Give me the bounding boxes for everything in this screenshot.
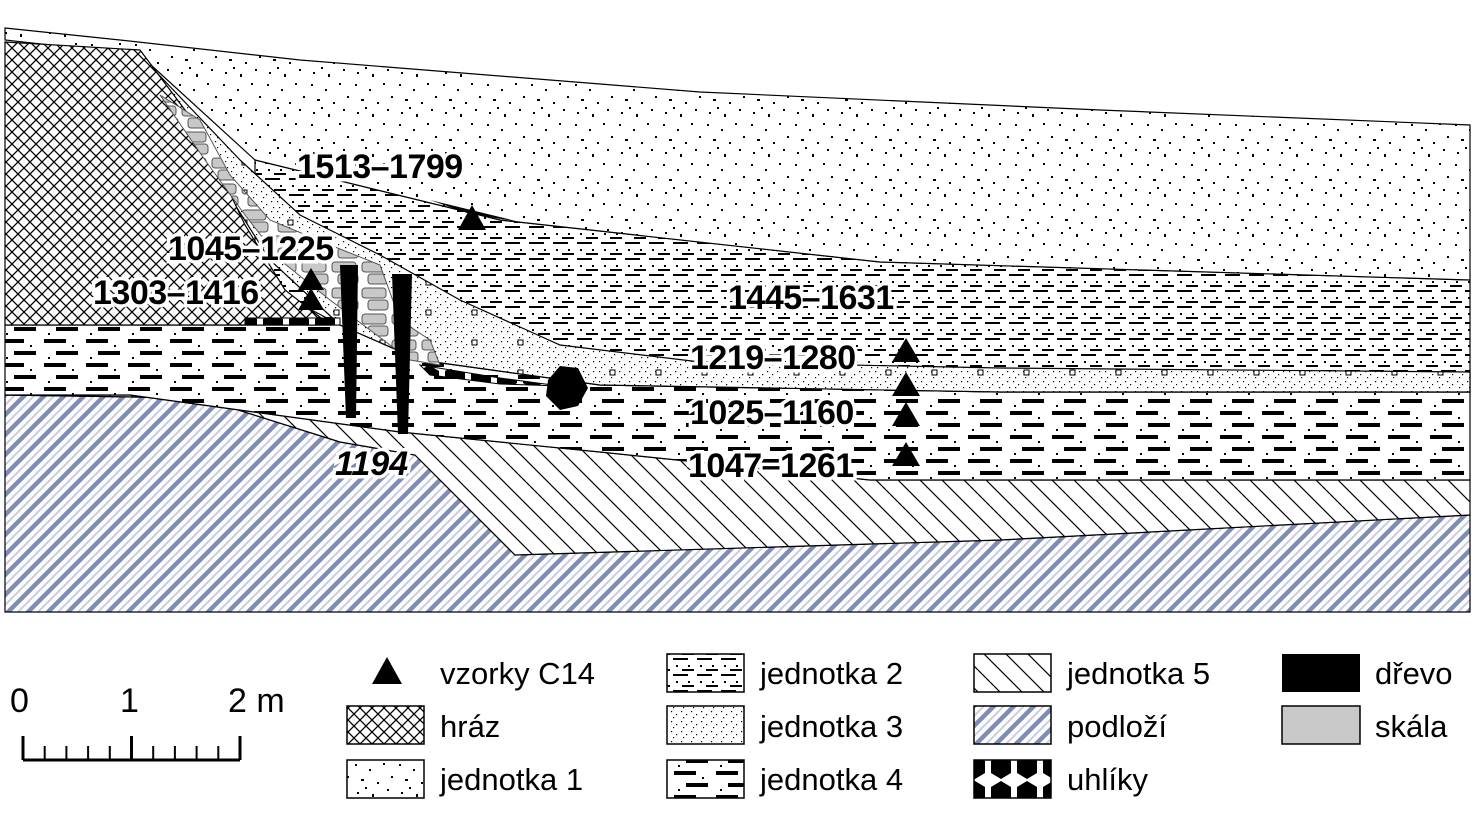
c14-triangle [892,442,920,466]
legend-item-uhliky: uhlíky [973,759,1148,799]
grey-fill-swatch-icon [1281,705,1361,745]
date-label-1445: 1445–1631 [728,279,894,317]
legend-item-c14: vzorky C14 [372,656,595,691]
hraz-layer [4,41,332,326]
legend-label: skála [1375,709,1448,744]
legend-label: jednotka 5 [1066,656,1210,691]
fine-dots-swatch-icon [666,705,745,745]
c14-triangle [298,288,324,310]
legend-label: uhlíky [1067,762,1148,797]
c14-triangle [892,372,920,396]
scale-label-2m: 2 m [228,682,285,720]
c14-triangle [892,402,920,426]
legend-label: jednotka 2 [759,656,903,691]
legend-label: dřevo [1375,656,1453,691]
skala-blocks [159,94,441,366]
date-label-1194: 1194 [335,445,408,483]
diagonal-lines-swatch-icon [973,653,1052,693]
legend-item-hraz: hráz [346,705,500,745]
date-label-1025: 1025–1160 [690,394,854,432]
sparse-dots-swatch-icon [346,759,425,799]
scale-bar: 0 1 2 m [10,682,285,762]
uhliky-lens [418,364,561,387]
legend: vzorky C14 hráz jednotka 1 jednotka 2 je… [346,653,1453,799]
scale-label-0: 0 [10,682,29,720]
legend-item-skala: skála [1281,705,1448,745]
black-fill-swatch-icon [1282,654,1360,692]
drevo-post-right [392,274,412,434]
jednotka-3-layer [139,54,1471,393]
drevo-beam [244,317,341,326]
c14-triangle [298,268,324,290]
c14-triangle [892,338,920,362]
legend-item-j1: jednotka 1 [346,759,583,799]
legend-label: vzorky C14 [440,656,595,691]
legend-label: jednotka 4 [759,762,903,797]
legend-item-j3: jednotka 3 [666,705,903,745]
crosshatch-swatch-icon [346,705,425,745]
thick-dashes-swatch-icon [666,759,745,799]
date-label-1513: 1513–1799 [297,148,463,186]
legend-label: podloží [1067,709,1167,744]
legend-item-j2: jednotka 2 [666,653,903,693]
hexagons-swatch-icon [973,759,1052,799]
c14-triangle [458,205,486,230]
date-label-1303: 1303–1416 [93,274,259,312]
legend-item-j5: jednotka 5 [973,653,1210,693]
legend-label: jednotka 3 [759,709,903,744]
legend-item-j4: jednotka 4 [666,759,903,799]
date-label-1045: 1045–1225 [168,230,334,268]
uhliky-nodule [546,366,588,410]
legend-item-podlozi: podloží [973,705,1167,745]
drevo-post-left [340,265,358,418]
dots-dashes-swatch-icon [666,653,745,693]
legend-label: hráz [440,709,500,744]
scale-label-1: 1 [120,682,139,720]
triangle-icon [372,657,402,684]
blue-diagonals-swatch-icon [973,705,1052,745]
date-label-1047: 1047–1261 [688,447,854,485]
date-label-1219: 1219–1280 [690,339,856,377]
legend-label: jednotka 1 [439,762,583,797]
legend-item-drevo: dřevo [1282,654,1453,692]
